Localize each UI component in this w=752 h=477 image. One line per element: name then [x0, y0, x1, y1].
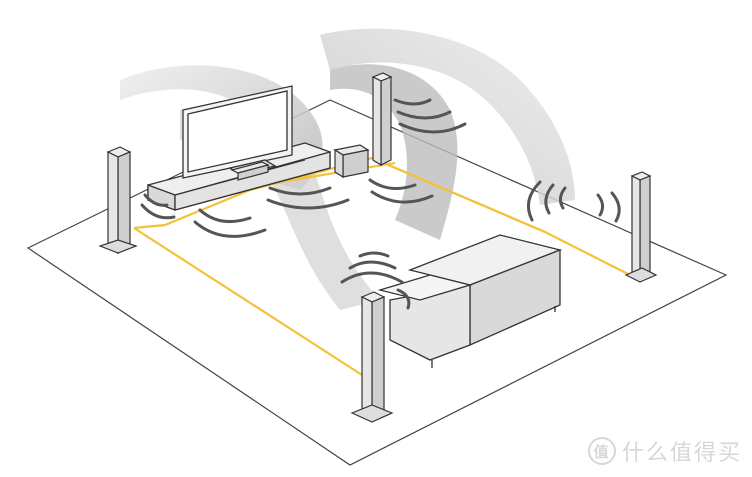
front-left-speaker — [98, 146, 138, 254]
sound-beam-top-inner — [330, 64, 458, 240]
sound-waves — [140, 98, 621, 310]
center-speaker — [230, 161, 270, 181]
surround-right-speaker — [624, 171, 658, 283]
sound-beam-center — [180, 105, 380, 311]
sound-beam-top — [320, 28, 575, 205]
surround-left-speaker — [350, 291, 394, 423]
subwoofer — [333, 144, 370, 179]
watermark-text: 什么值得买 — [621, 441, 742, 466]
watermark-logo: 值 — [587, 437, 616, 465]
site-watermark: 值 什么值得买 — [587, 435, 742, 467]
front-right-speaker — [371, 72, 393, 167]
